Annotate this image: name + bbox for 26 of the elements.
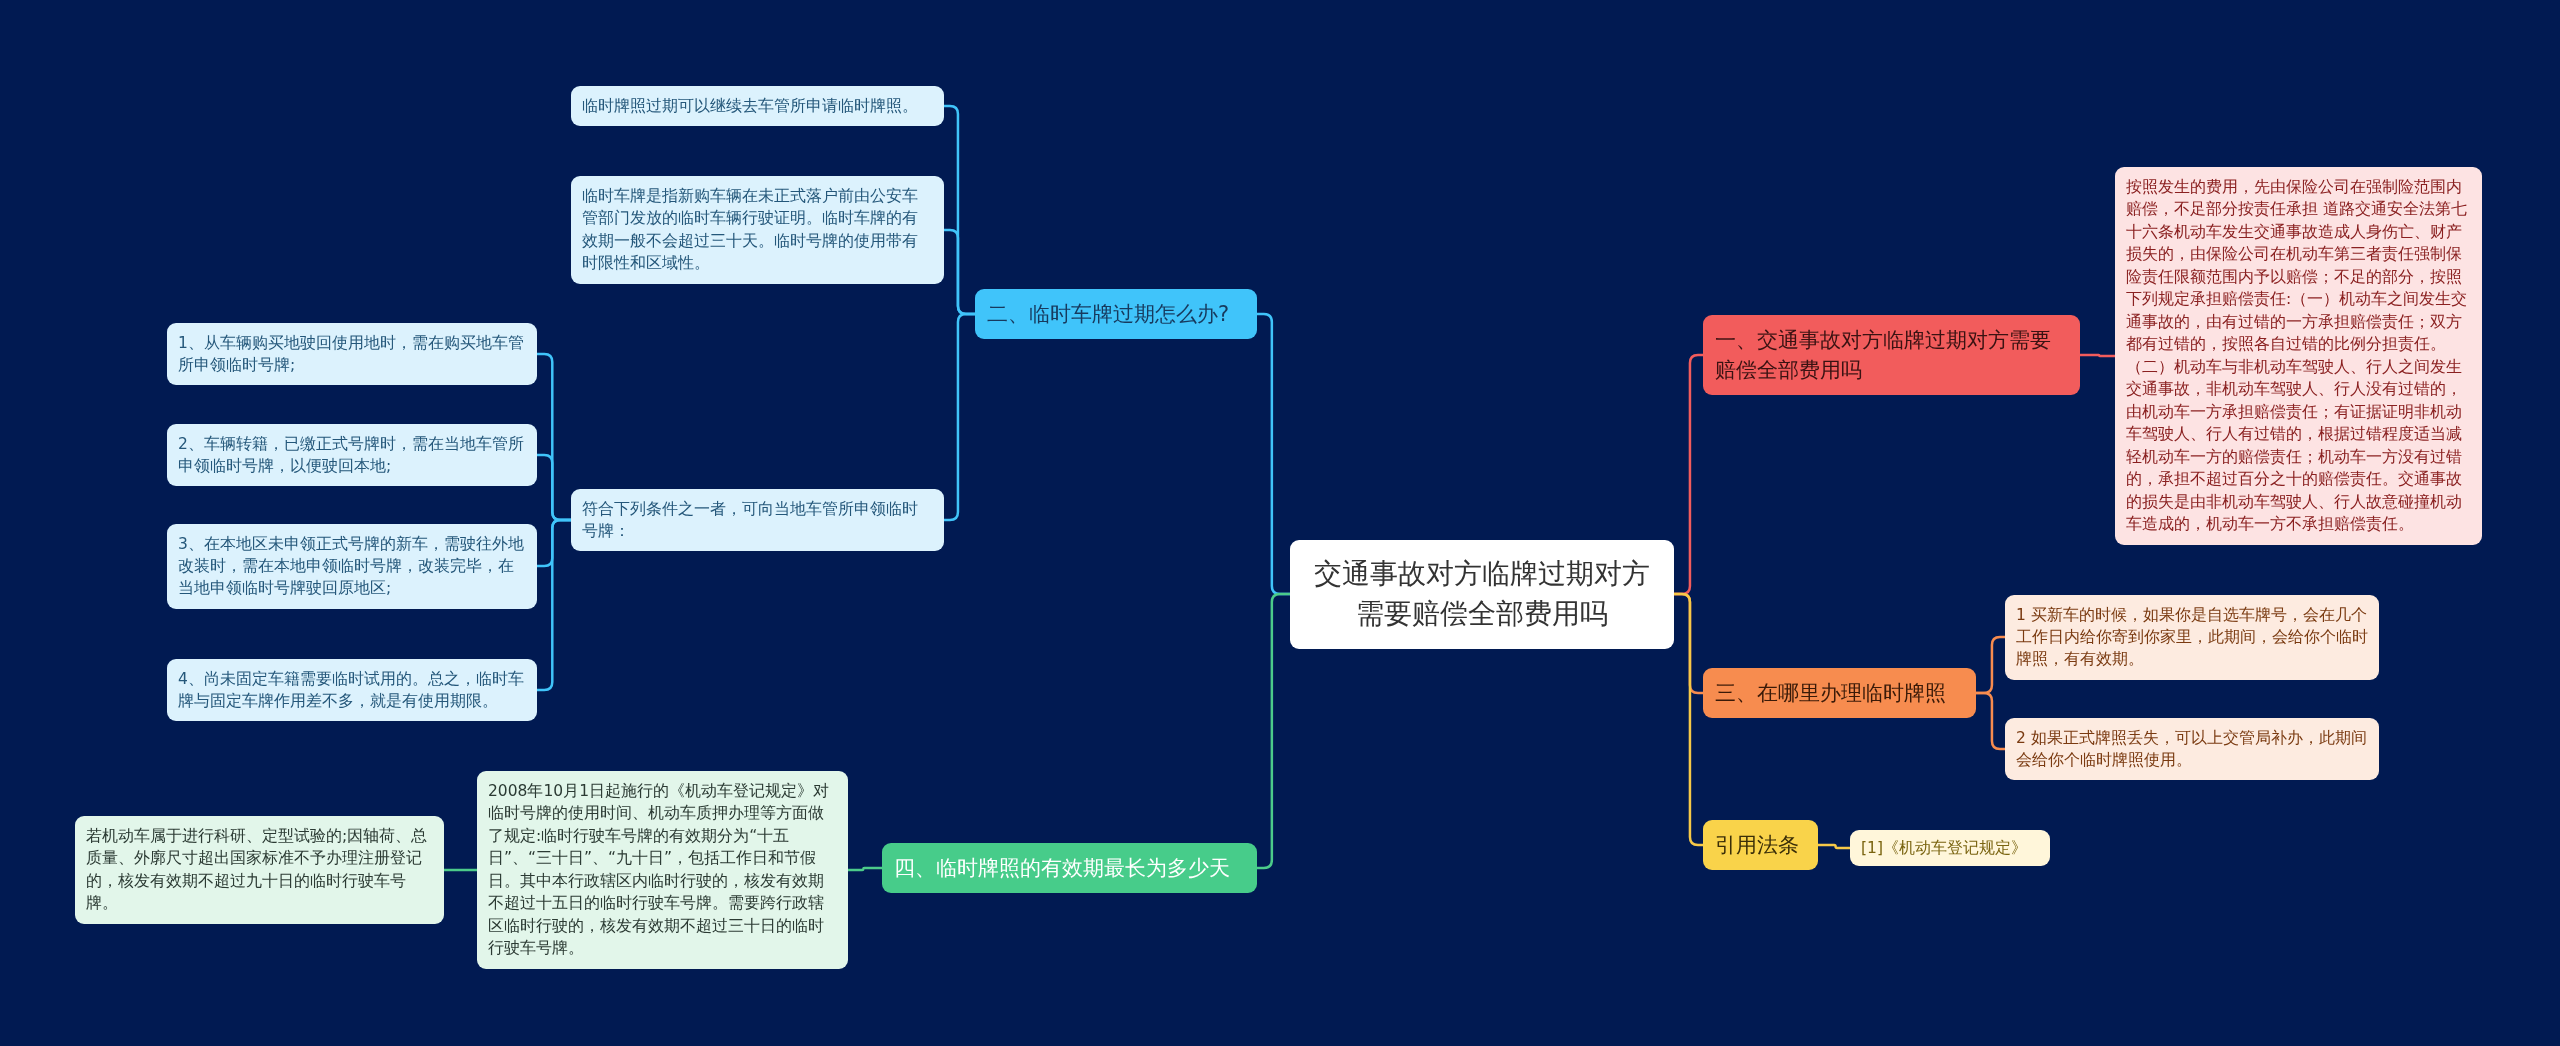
connector-line bbox=[1976, 691, 2005, 751]
leaf-note: [1]《机动车登记规定》 bbox=[1861, 838, 2028, 859]
leaf-note: 2008年10月1日起施行的《机动车登记规定》对临时号牌的使用时间、机动车质押办理等方面做了规定:临时行驶车号牌的有效期分为“十五日”、“三十日”、“九十日”，包括工作日和节假日。其中本行政辖区内临时行驶的，核发有效期不超过十五日的临时行驶车号牌。需要跨行政辖区临时行驶的，核发有效期不超过三十日的临时行驶车号牌。 bbox=[488, 781, 831, 960]
branch-topic: 四、临时牌照的有效期最长为多少天 bbox=[894, 855, 1231, 882]
connector-line bbox=[1818, 843, 1850, 850]
branch-topic: 引用法条 bbox=[1715, 832, 1800, 859]
connector-line bbox=[537, 518, 571, 692]
leaf-note: 2 如果正式牌照丢失，可以上交管局补办，此期间会给你个临时牌照使用。 bbox=[2016, 727, 2368, 771]
leaf-note: 2、车辆转籍，已缴正式号牌时，需在当地车管所申领临时号牌，以便驶回本地; bbox=[178, 433, 525, 477]
connector-line bbox=[1257, 592, 1290, 870]
connector-line bbox=[848, 866, 882, 872]
leaf-note: 若机动车属于进行科研、定型试验的;因轴荷、总质量、外廓尺寸超出国家标准不予办理注册登记的，核发有效期不超过九十日的临时行驶车号牌。 bbox=[86, 826, 429, 915]
branch-topic: 三、在哪里办理临时牌照 bbox=[1715, 680, 1947, 707]
branch-topic: 一、交通事故对方临牌过期对方需要赔偿全部费用吗 bbox=[1715, 326, 2052, 384]
leaf-note: 1、从车辆购买地驶回使用地时，需在购买地车管所申领临时号牌; bbox=[178, 332, 525, 376]
leaf-note: 临时牌照过期可以继续去车管所申请临时牌照。 bbox=[582, 96, 919, 117]
leaf-note: 临时车牌是指新购车辆在未正式落户前由公安车管部门发放的临时车辆行驶证明。临时车牌的有效期一般不会超过三十天。临时号牌的使用带有时限性和区域性。 bbox=[582, 186, 919, 275]
connector-line bbox=[2080, 353, 2115, 358]
central-topic: 交通事故对方临牌过期对方需要赔偿全部费用吗 bbox=[1313, 555, 1651, 633]
leaf-note: 4、尚未固定车籍需要临时试用的。总之，临时车牌与固定车牌作用差不多，就是有使用期限。 bbox=[178, 668, 525, 712]
leaf-note: 1 买新车的时候，如果你是自选车牌号，会在几个工作日内给你寄到你家里，此期间，会给你个临时牌照，有有效期。 bbox=[2016, 604, 2368, 671]
connector-line bbox=[444, 868, 477, 872]
leaf-note: 符合下列条件之一者，可向当地车管所申领临时号牌： bbox=[582, 498, 919, 542]
branch-topic: 二、临时车牌过期怎么办? bbox=[987, 301, 1231, 328]
leaf-note: 3、在本地区未申领正式号牌的新车，需驶往外地改装时，需在本地申领临时号牌，改装完毕，在当地申领临时号牌驶回原地区; bbox=[178, 533, 525, 600]
leaf-note: 按照发生的费用，先由保险公司在强制险范围内赔偿，不足部分按责任承担 道路交通安全法第七十六条机动车发生交通事故造成人身伤亡、财产损失的，由保险公司在机动车第三者责任强制保险责任限额范围内予以赔偿；不足的部分，按照下列规定承担赔偿责任:（一）机动车之间发生交通事故的，由有过错的一方承担赔偿责任；双方都有过错的，按照各自过错的比例分担责任。（二）机动车与非机动车驾驶人、行人之间发生交通事故，非机动车驾驶人、行人没有过错的，由机动车一方承担赔偿责任；有证据证明非机动车驾驶人、行人有过错的，根据过错程度适当减轻机动车一方的赔偿责任；机动车一方没有过错的，承担不超过百分之十的赔偿责任。交通事故的损失是由非机动车驾驶人、行人故意碰撞机动车造成的，机动车一方不承担赔偿责任。 bbox=[2126, 177, 2469, 536]
